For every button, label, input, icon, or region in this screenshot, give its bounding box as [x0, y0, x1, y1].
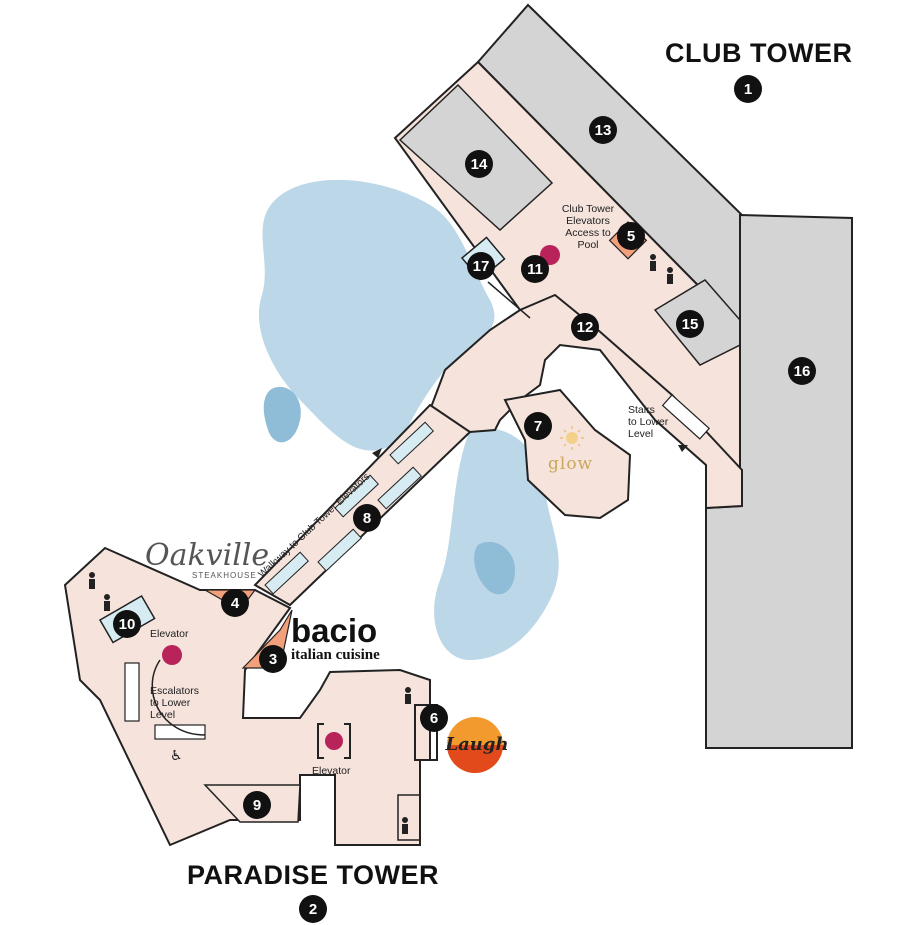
- marker-9: 9: [253, 797, 261, 814]
- marker-15: 15: [682, 316, 699, 333]
- central-hub: [428, 293, 743, 510]
- area-6-frame: [414, 704, 438, 761]
- marker-12-circle: [571, 313, 599, 341]
- marker-10-circle: [113, 610, 141, 638]
- escalators-icon: [124, 662, 206, 740]
- marker-17-circle: [467, 252, 495, 280]
- club-tower-title: CLUB TOWER: [665, 38, 853, 68]
- marker-13: 13: [595, 122, 612, 139]
- glow-logo: glow: [548, 454, 594, 474]
- oakville-logo-sub: STEAKHOUSE: [192, 571, 257, 580]
- restroom-icons: [89, 254, 673, 834]
- elevator-center-icon: [325, 732, 343, 750]
- marker-5-circle: [617, 222, 645, 250]
- marker-4-circle: [221, 589, 249, 617]
- walkway-windows: [264, 421, 434, 595]
- marker-13-circle: [589, 116, 617, 144]
- marker-9-circle: [243, 791, 271, 819]
- stairs-arrow-icon: [678, 445, 688, 452]
- pool-water: [258, 179, 559, 660]
- marker-2: 2: [309, 901, 317, 918]
- marker-2-circle: [299, 895, 327, 923]
- marker-15-circle: [676, 310, 704, 338]
- marker-4: 4: [231, 595, 240, 612]
- marker-1-circle: [734, 75, 762, 103]
- escalators-label: Escalators to Lower Level: [150, 685, 200, 721]
- elevator-left-label: Elevator: [150, 628, 189, 640]
- elevator-center-label: Elevator: [312, 765, 351, 777]
- elevator-left-ring: [151, 659, 206, 736]
- marker-7-circle: [524, 412, 552, 440]
- bacio-logo-sub: italian cuisine: [291, 647, 380, 663]
- marker-3: 3: [269, 651, 277, 668]
- stairs-icon: [661, 394, 711, 440]
- accessible-icon: ♿: [170, 748, 183, 764]
- club-elevators-label: Club Tower Elevators Access to Pool: [561, 203, 615, 251]
- stairs-label: Stairs to Lower Level: [628, 404, 669, 440]
- marker-17: 17: [473, 258, 490, 275]
- marker-12: 12: [577, 319, 594, 336]
- area-17-path: [487, 281, 531, 319]
- marker-8-circle: [353, 504, 381, 532]
- walkway-arrow-icon: [372, 448, 382, 458]
- marker-3-circle: [259, 645, 287, 673]
- marker-6: 6: [430, 710, 438, 727]
- marker-1: 1: [744, 81, 752, 98]
- laugh-logo-text: Laugh: [444, 734, 508, 755]
- marker-7: 7: [534, 418, 542, 435]
- marker-6-circle: [420, 704, 448, 732]
- marker-10: 10: [119, 616, 136, 633]
- marker-11-circle: [521, 255, 549, 283]
- marker-8: 8: [363, 510, 371, 527]
- marker-5: 5: [627, 228, 635, 245]
- laugh-logo-red: [447, 745, 503, 773]
- oakville-logo: Oakville: [145, 538, 270, 573]
- restroom-lower-frame: [397, 794, 421, 841]
- marker-16: 16: [794, 363, 811, 380]
- paradise-tower-title: PARADISE TOWER: [187, 860, 440, 890]
- elevator-left-icon: [162, 645, 182, 665]
- marker-14: 14: [471, 156, 488, 173]
- marker-11: 11: [527, 261, 543, 278]
- marker-16-circle: [788, 357, 816, 385]
- elevator-center-brackets: [317, 723, 351, 759]
- glow-logo-icon: [560, 426, 584, 450]
- bacio-logo: bacio: [291, 612, 378, 649]
- marker-14-circle: [465, 150, 493, 178]
